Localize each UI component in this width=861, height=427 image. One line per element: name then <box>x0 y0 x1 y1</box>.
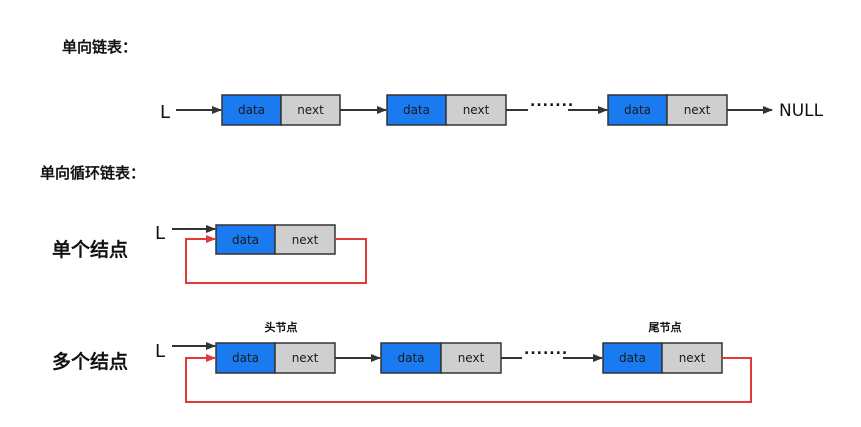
self-loop-arrow <box>185 235 367 284</box>
next-cell <box>445 94 507 126</box>
tail-node: data next <box>602 342 723 374</box>
data-cell <box>386 94 447 126</box>
next-text: next <box>684 103 711 117</box>
next-text: next <box>463 103 490 117</box>
single-node: data next <box>215 224 336 255</box>
next-cell <box>280 94 341 126</box>
head-node: data next <box>215 342 336 374</box>
ellipsis: ....... <box>530 94 574 110</box>
next-cell <box>661 342 723 374</box>
next-text: next <box>297 103 324 117</box>
data-text: data <box>232 233 259 247</box>
head-node-tag: 头节点 <box>265 320 298 334</box>
next-text: next <box>292 351 319 365</box>
next-text: next <box>679 351 706 365</box>
middle-node: data next <box>380 342 502 374</box>
data-text: data <box>624 103 651 117</box>
heading-singly-linked: 单向链表： <box>62 38 137 56</box>
tail-to-head-loop-arrow <box>185 354 752 403</box>
null-label: NULL <box>779 101 824 121</box>
ellipsis: ....... <box>524 342 568 358</box>
case-label-multi-node: 多个结点 <box>52 350 128 373</box>
pointer-label-L: L <box>155 341 165 362</box>
data-text: data <box>619 351 646 365</box>
pointer-label-L: L <box>155 223 165 244</box>
data-text: data <box>403 103 430 117</box>
tail-node-tag: 尾节点 <box>648 320 682 334</box>
data-cell <box>215 224 276 255</box>
case-label-single-node: 单个结点 <box>52 238 128 261</box>
data-text: data <box>232 351 259 365</box>
data-text: data <box>238 103 265 117</box>
list-node-last: data next <box>607 94 728 126</box>
next-text: next <box>458 351 485 365</box>
next-cell <box>274 224 336 255</box>
pointer-label-L: L <box>160 102 170 123</box>
data-cell <box>380 342 442 374</box>
data-cell <box>602 342 663 374</box>
heading-circular-linked: 单向循环链表： <box>40 164 145 182</box>
next-text: next <box>292 233 319 247</box>
data-text: data <box>397 351 424 365</box>
list-node-2: data next <box>386 94 507 126</box>
list-node-1: data next <box>221 94 341 126</box>
next-cell <box>666 94 728 126</box>
data-cell <box>215 342 276 374</box>
